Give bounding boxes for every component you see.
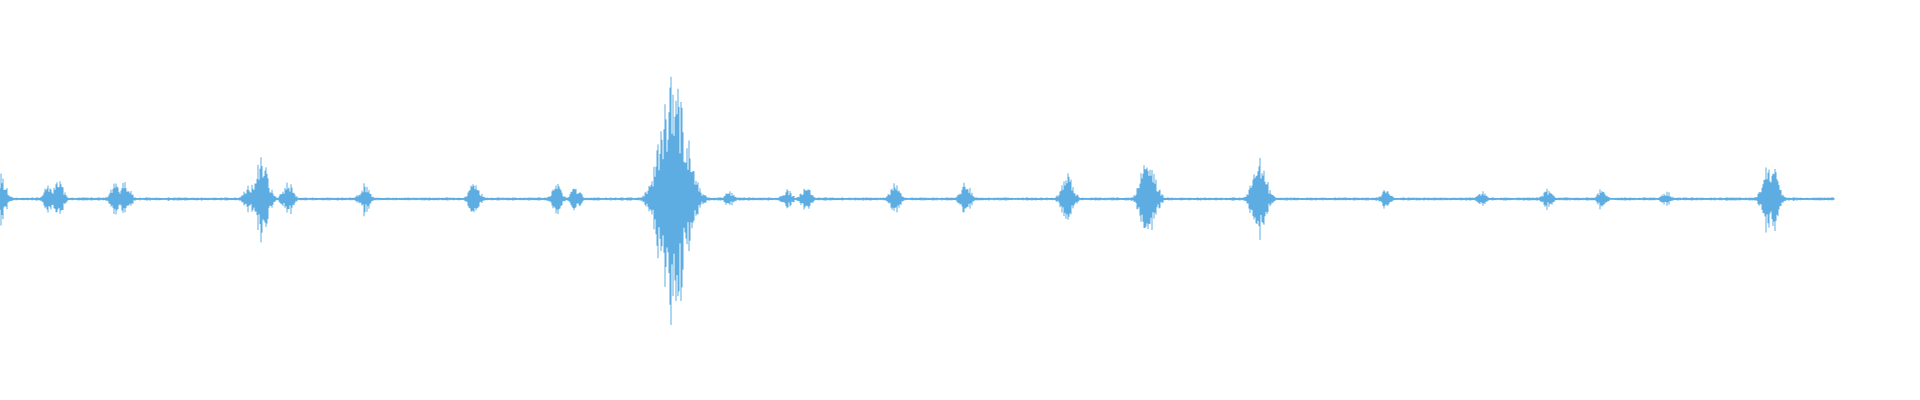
waveform-trace [0,76,1835,325]
